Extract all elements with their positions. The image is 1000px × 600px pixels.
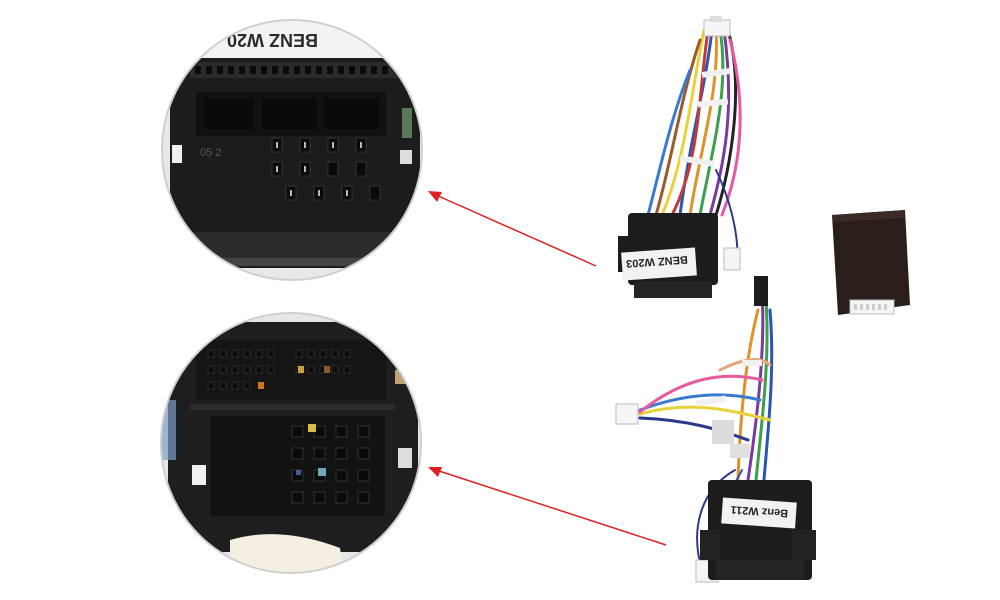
arrow-bottom	[428, 467, 667, 546]
arrow-top	[428, 191, 597, 267]
decoder-box	[832, 210, 910, 315]
zoom-circle-bottom	[160, 312, 422, 574]
zoom-circle-top: BENZ W20 05 2	[161, 19, 423, 281]
connector-top-label: BENZ W203	[626, 253, 688, 269]
zoom-top-mold-text: 05 2	[200, 147, 221, 159]
connector-bottom-label: Benz W211	[730, 503, 788, 519]
harness-bottom: Benz W211	[615, 276, 816, 583]
zoom-top-label-text: BENZ W20	[227, 30, 318, 50]
harness-top: BENZ W203	[618, 16, 742, 298]
